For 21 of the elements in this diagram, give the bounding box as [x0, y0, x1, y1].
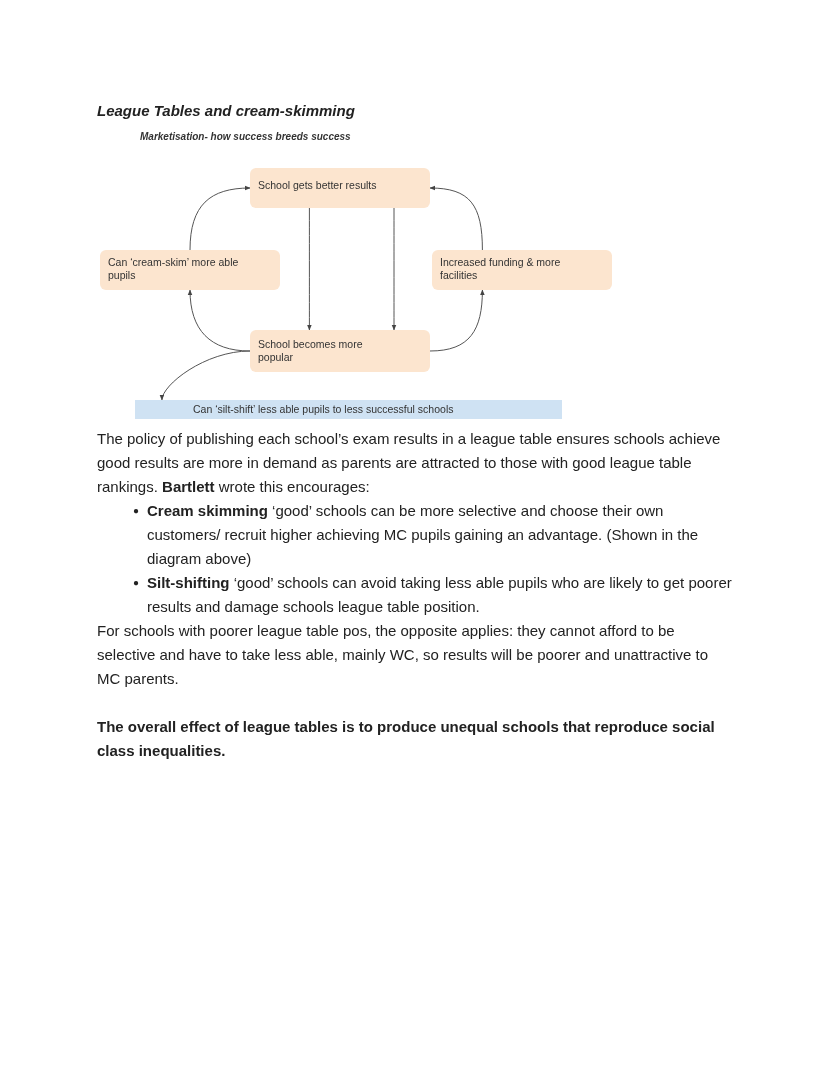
arrow [429, 185, 483, 251]
arrow [189, 185, 251, 251]
arrow [429, 289, 485, 352]
conclusion-paragraph: The overall effect of league tables is to produce unequal schools that reproduce social class inequalities. [97, 717, 716, 761]
outcome-bar: Can ‘silt-shift’ less able pupils to less successful schools [135, 400, 562, 419]
process-box: School gets better results [250, 168, 430, 208]
process-box: School becomes more popular [250, 330, 430, 372]
arrow [391, 207, 397, 331]
bullet-marker: ● [133, 504, 141, 518]
arrow [307, 207, 312, 331]
diagram-subtitle: Marketisation- how success breeds success [140, 130, 351, 144]
bullet-item: Cream skimming ‘good’ schools can be more selective and choose their own customers/ recruit higher achieving MC pupils gaining an advantage. (Shown in the diagram above) [147, 501, 700, 569]
bullet-marker: ● [133, 576, 141, 590]
paragraph: For schools with poorer league table pos, the opposite applies: they cannot afford to be selective and have to take less able, mainly WC, so results will be poorer and unattractive to MC parents. [97, 621, 710, 689]
process-box: Can ‘cream-skim’ more able pupils [100, 250, 280, 290]
arrow [187, 289, 251, 352]
bullet-item: Silt-shifting ‘good’ schools can avoid taking less able pupils who are likely to get poorer results and damage schools league table position. [147, 573, 732, 617]
arrow [160, 350, 251, 401]
paragraph: The policy of publishing each school’s exam results in a league table ensures schools achieve good results are more in demand as parents are attracted to those with good league table rankings. Bartlett wrote this encourages: [97, 429, 722, 497]
process-box: Increased funding & more facilities [432, 250, 612, 290]
page-title: League Tables and cream-skimming [97, 101, 355, 121]
